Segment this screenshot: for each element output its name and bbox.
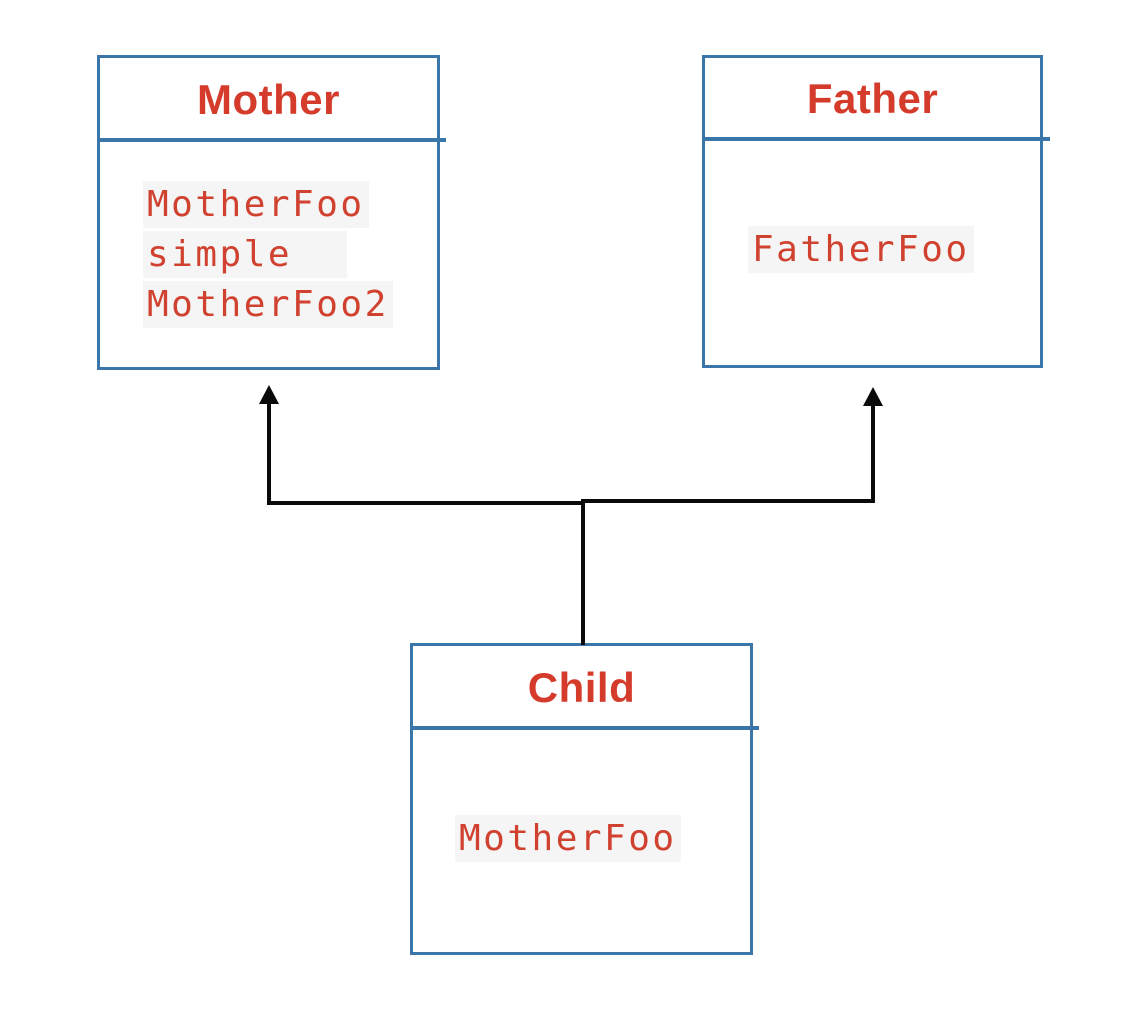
arrowhead-up-to-father-icon <box>863 387 883 406</box>
class-body-father: FatherFoo <box>705 144 1040 276</box>
class-box-child: Child MotherFoo <box>410 643 753 955</box>
class-title-father: Father <box>806 75 939 122</box>
connector-stem-from-child <box>581 499 585 645</box>
child-title-divider <box>410 726 759 730</box>
method-child-motherfoo: MotherFoo <box>455 815 681 862</box>
class-title-mother: Mother <box>197 75 340 123</box>
connector-horizontal-left <box>267 501 585 505</box>
connector-horizontal-right <box>581 499 875 503</box>
arrow-line-to-mother <box>267 401 271 503</box>
class-title-child: Child <box>527 663 636 711</box>
father-title-divider <box>702 137 1050 141</box>
method-motherfoo2: MotherFoo2 <box>143 281 393 328</box>
method-simple: simple <box>143 231 348 278</box>
method-fatherfoo: FatherFoo <box>748 226 974 273</box>
class-body-mother: MotherFoo simple MotherFoo2 <box>100 145 437 331</box>
class-box-father: Father FatherFoo <box>702 55 1043 368</box>
arrow-line-to-father <box>871 403 875 499</box>
mother-title-divider <box>97 138 446 142</box>
class-body-child: MotherFoo <box>413 733 750 865</box>
method-motherfoo: MotherFoo <box>143 181 369 228</box>
class-box-mother: Mother MotherFoo simple MotherFoo2 <box>97 55 440 370</box>
arrowhead-up-to-mother-icon <box>259 385 279 404</box>
